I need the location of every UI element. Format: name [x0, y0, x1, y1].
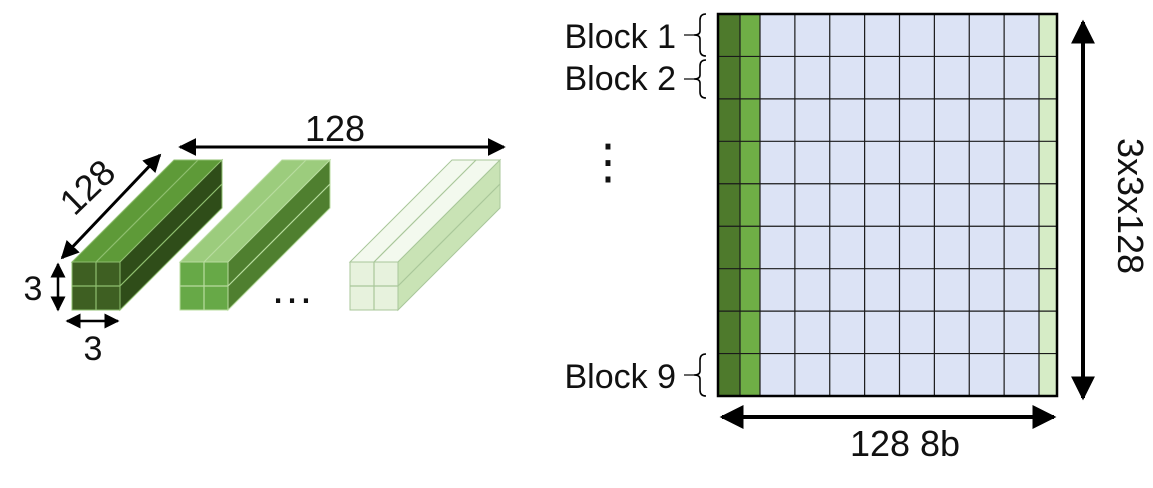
kernel-cuboid — [348, 158, 502, 312]
base-dimension-label: 3 — [84, 330, 103, 368]
matrix-column-first — [718, 14, 740, 396]
kernel-group — [70, 158, 502, 312]
weight-matrix-diagram: Block 1 Block 2 Block 9 ⋮ 3x3x128 128 8b — [565, 12, 1151, 464]
block-labels: Block 1 Block 2 Block 9 — [565, 18, 677, 396]
weight-matrix — [716, 12, 1059, 398]
block-brace — [693, 59, 707, 99]
matrix-background — [718, 14, 1057, 396]
block-brace — [693, 13, 707, 57]
matrix-height-label: 3x3x128 — [1110, 138, 1151, 274]
kernel-stack-diagram: 128 128 3 3 … — [24, 108, 506, 368]
kernel-grid-line — [203, 159, 307, 263]
matrix-column-last — [1039, 14, 1057, 396]
kernel-cuboid — [178, 158, 332, 312]
kernel-grid-line — [119, 183, 223, 287]
matrix-column-second — [740, 14, 760, 396]
kernel-ellipsis: … — [270, 264, 314, 313]
kernel-grid-line — [373, 159, 477, 263]
width-dimension-label: 128 — [305, 108, 365, 149]
depth-dimension-arrow — [60, 153, 162, 260]
matrix-width-label: 128 8b — [850, 423, 960, 464]
matrix-border — [716, 12, 1059, 398]
kernel-grid-line — [227, 183, 331, 287]
kernel-grid-line — [397, 183, 501, 287]
height-dimension-label: 3 — [24, 270, 43, 308]
block-label: Block 1 — [565, 18, 677, 56]
block-label: Block 9 — [565, 358, 677, 396]
block-brace — [693, 353, 707, 397]
block-label: Block 2 — [565, 60, 677, 98]
depth-dimension-label: 128 — [51, 151, 123, 222]
vertical-ellipsis: ⋮ — [584, 136, 632, 189]
block-braces — [684, 13, 707, 397]
